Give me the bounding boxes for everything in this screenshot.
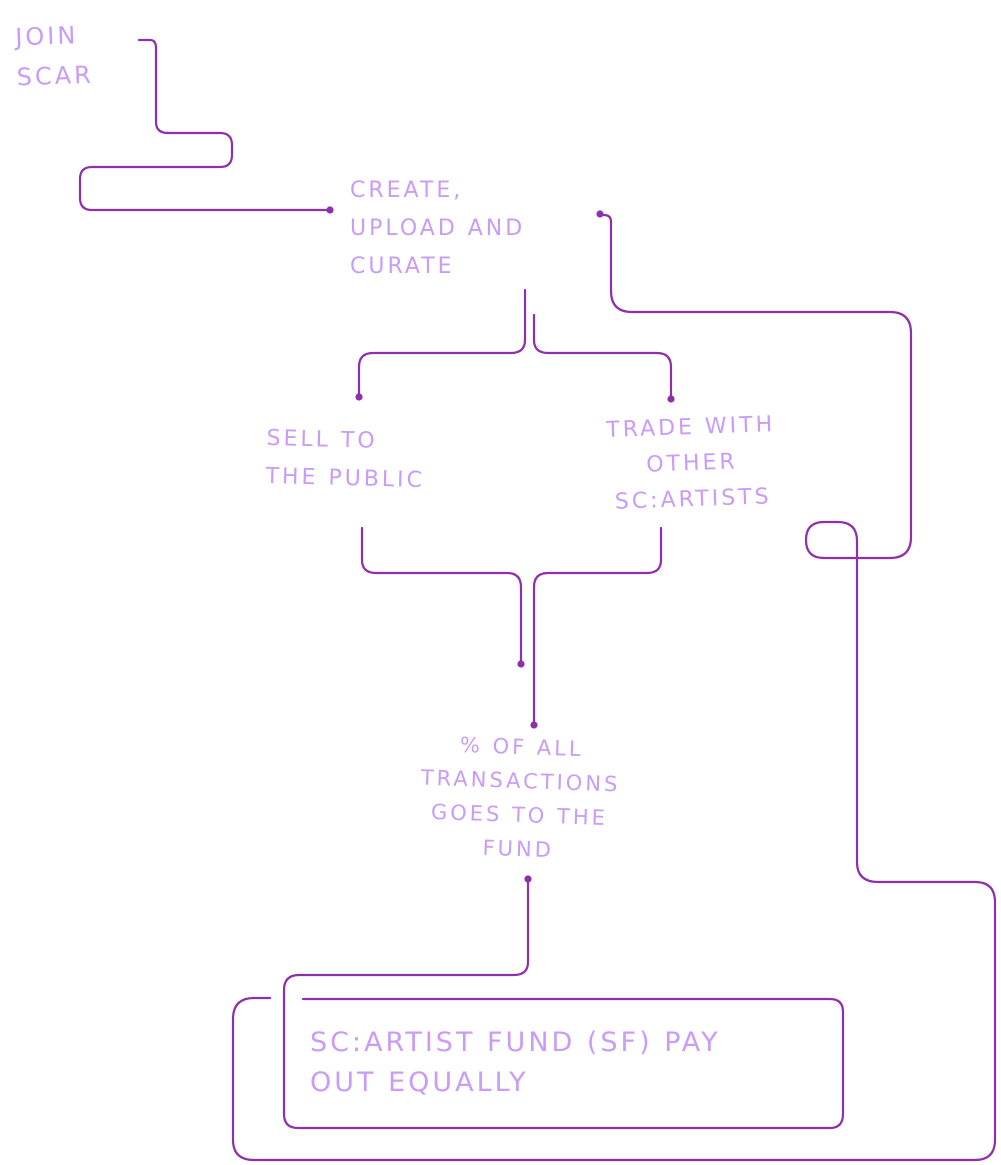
node-trade-with-artists: TRADE WITH OTHER SC:ARTISTS (605, 412, 776, 515)
edge-dot-sell-input (355, 393, 363, 401)
edge-dot-percent-input (530, 721, 538, 729)
edge-dot-create-feedback (596, 210, 604, 218)
node-percent-to-fund: % OF ALL TRANSACTIONS GOES TO THE FUND (420, 732, 621, 863)
connectors (78, 38, 997, 1162)
edge-dot-trade-input (667, 395, 675, 403)
node-artist-fund-payout: SC:ARTIST FUND (SF) PAY OUT EQUALLY (310, 1027, 721, 1098)
edge-join-to-create (78, 38, 332, 212)
node-sell-to-public: SELL TO THE PUBLIC (265, 425, 426, 494)
edge-create-to-trade (532, 313, 673, 401)
edge-create-to-sell (357, 288, 527, 399)
edge-percent-to-fund (282, 877, 845, 1130)
edge-trade-to-percent (532, 526, 663, 727)
edge-dot-sell-output (517, 660, 525, 668)
node-create-upload-curate: CREATE, UPLOAD AND CURATE (350, 178, 526, 279)
edge-fund-to-create (231, 213, 997, 1162)
edge-dot-create-input (326, 206, 334, 214)
node-join-scar: JOIN SCAR (14, 21, 95, 92)
edge-sell-to-percent (360, 526, 523, 666)
